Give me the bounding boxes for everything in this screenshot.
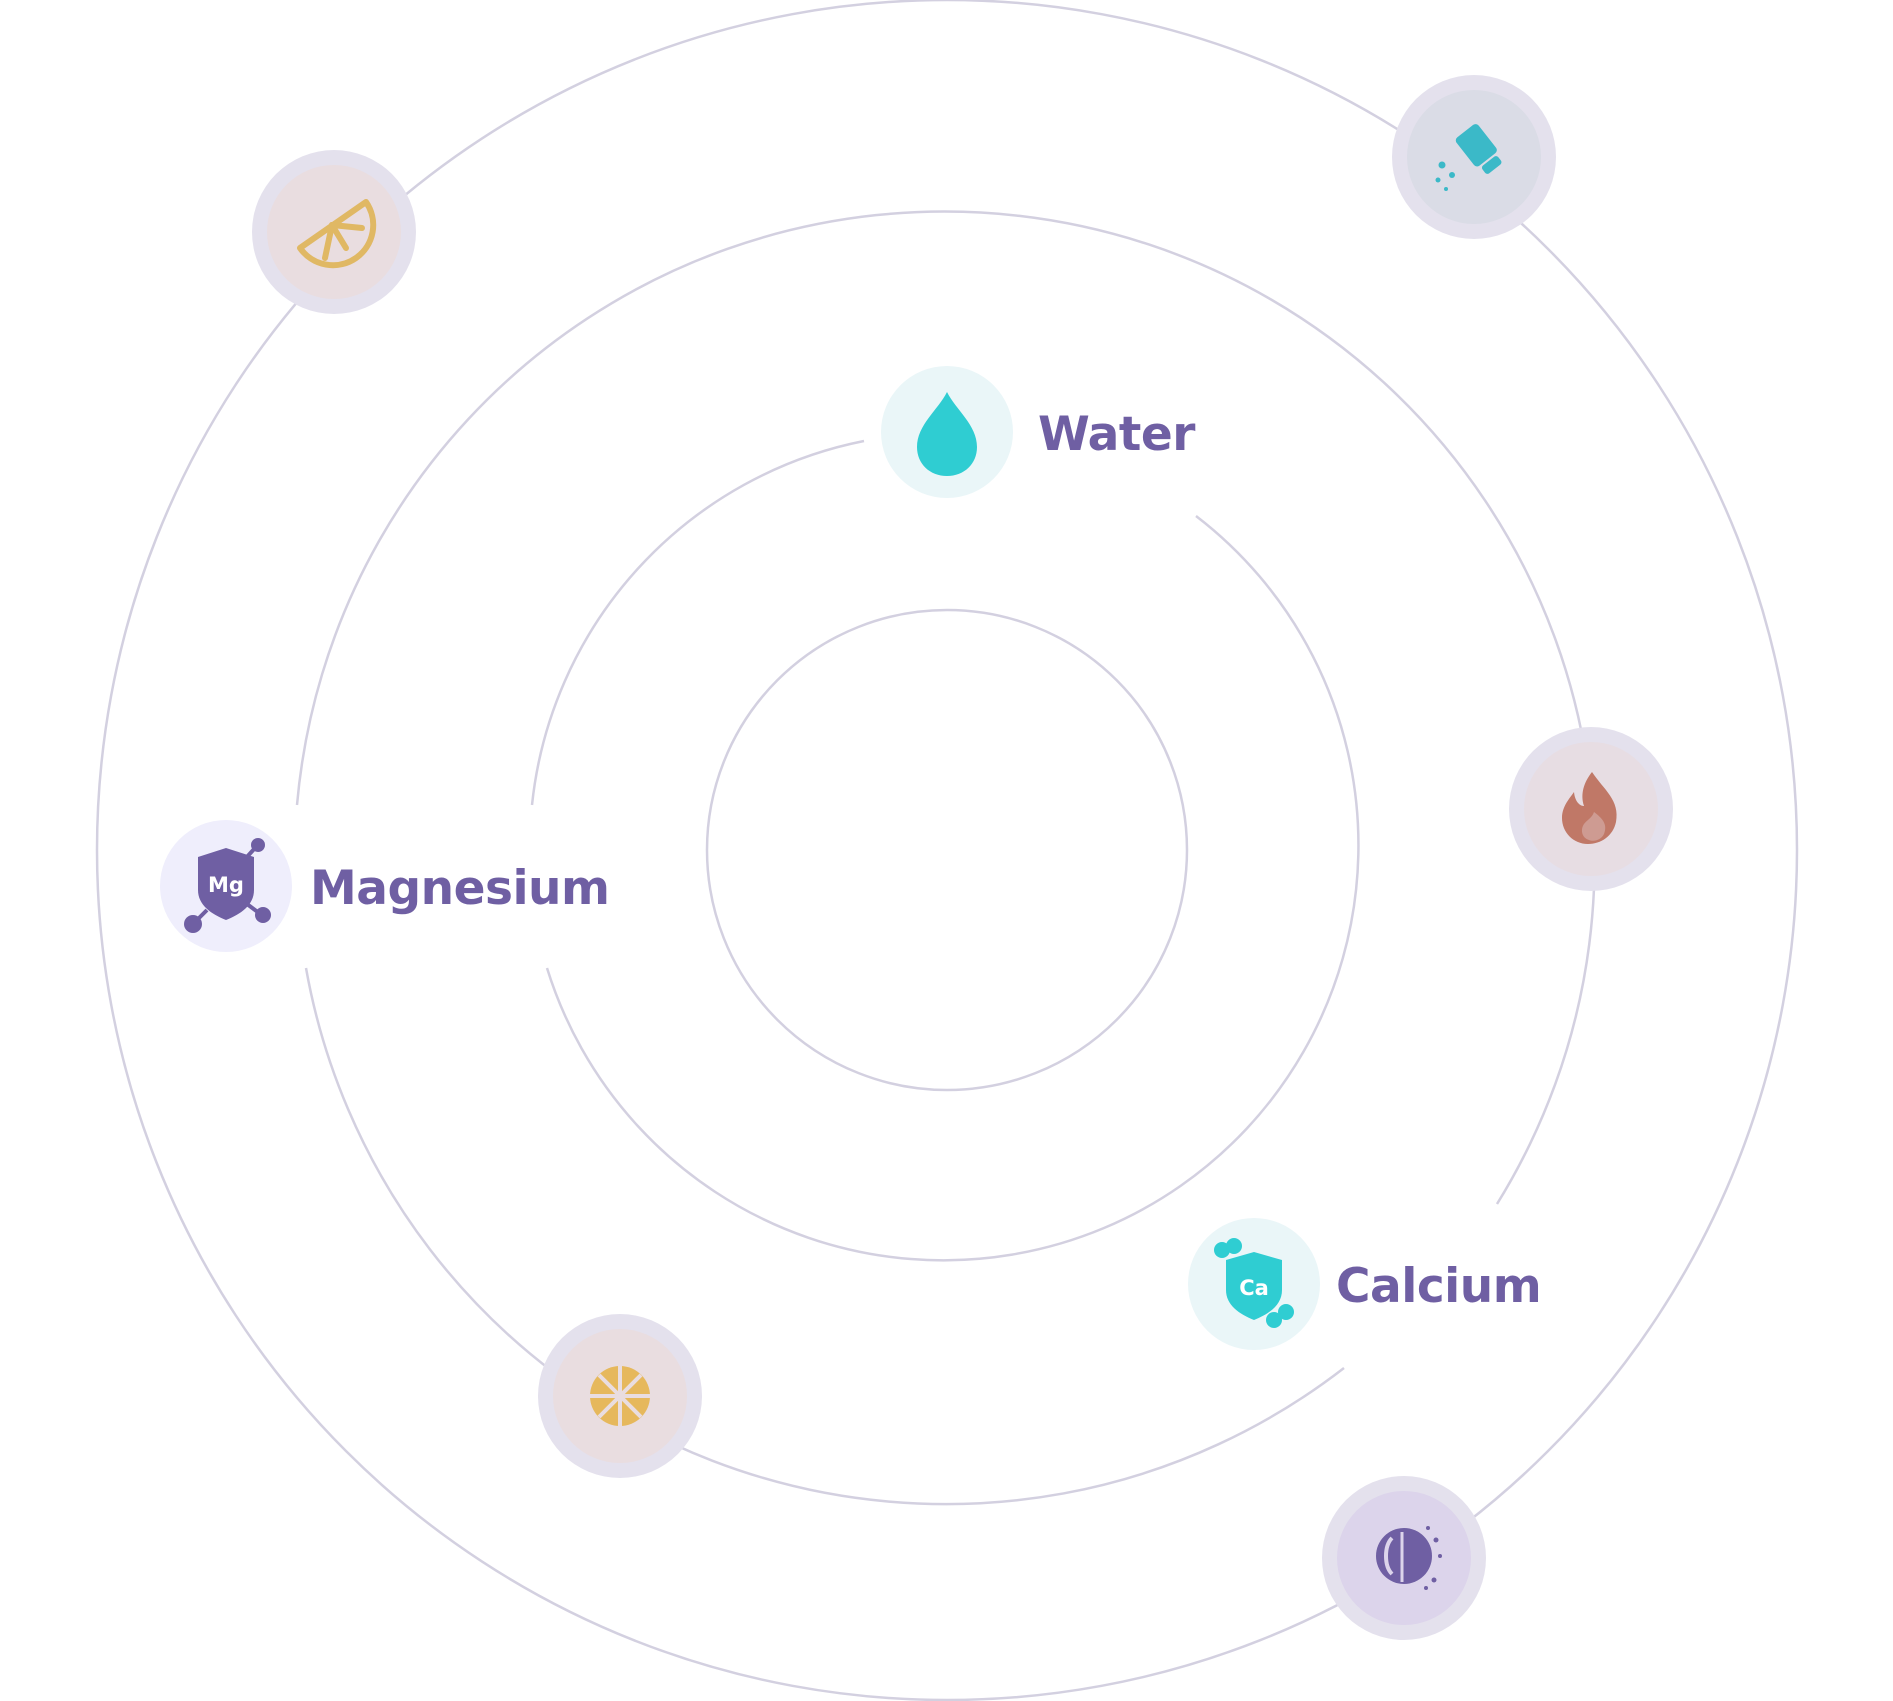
lemon-node <box>252 150 416 314</box>
lemon-wedge-icon <box>297 199 377 269</box>
citrus-slice-icon <box>590 1366 650 1426</box>
orbit-ring-2-upper-left <box>530 439 865 806</box>
salt-node <box>1392 75 1556 239</box>
water-label: Water <box>1038 407 1196 462</box>
flame-icon <box>1562 772 1617 844</box>
citrus-node <box>538 1314 702 1478</box>
magnesium-label: Magnesium <box>310 861 610 916</box>
calcium-node: Ca Calcium <box>1188 1218 1542 1350</box>
calcium-label: Calcium <box>1336 1259 1541 1314</box>
orbit-ring-2-main <box>545 515 1360 1262</box>
magnesium-shield-icon: Mg <box>184 838 271 933</box>
flame-node <box>1509 727 1673 891</box>
salt-shaker-icon <box>1435 124 1502 191</box>
orbit-ring-3-upper <box>295 210 1596 1205</box>
orbit-ring-1 <box>705 608 1189 1092</box>
orbit-ring-3-lower <box>304 967 1345 1506</box>
svg-text:Ca: Ca <box>1239 1276 1269 1300</box>
orbit-rings <box>96 0 1798 1701</box>
magnesium-node: Mg Magnesium <box>160 820 610 952</box>
svg-text:Mg: Mg <box>208 873 244 897</box>
water-node: Water <box>881 366 1197 498</box>
water-drop-icon <box>917 392 977 476</box>
brain-node <box>1322 1476 1486 1640</box>
orbit-ring-4 <box>96 0 1798 1701</box>
brain-head-icon <box>1376 1526 1442 1590</box>
calcium-bone-shield-icon: Ca <box>1214 1238 1294 1328</box>
